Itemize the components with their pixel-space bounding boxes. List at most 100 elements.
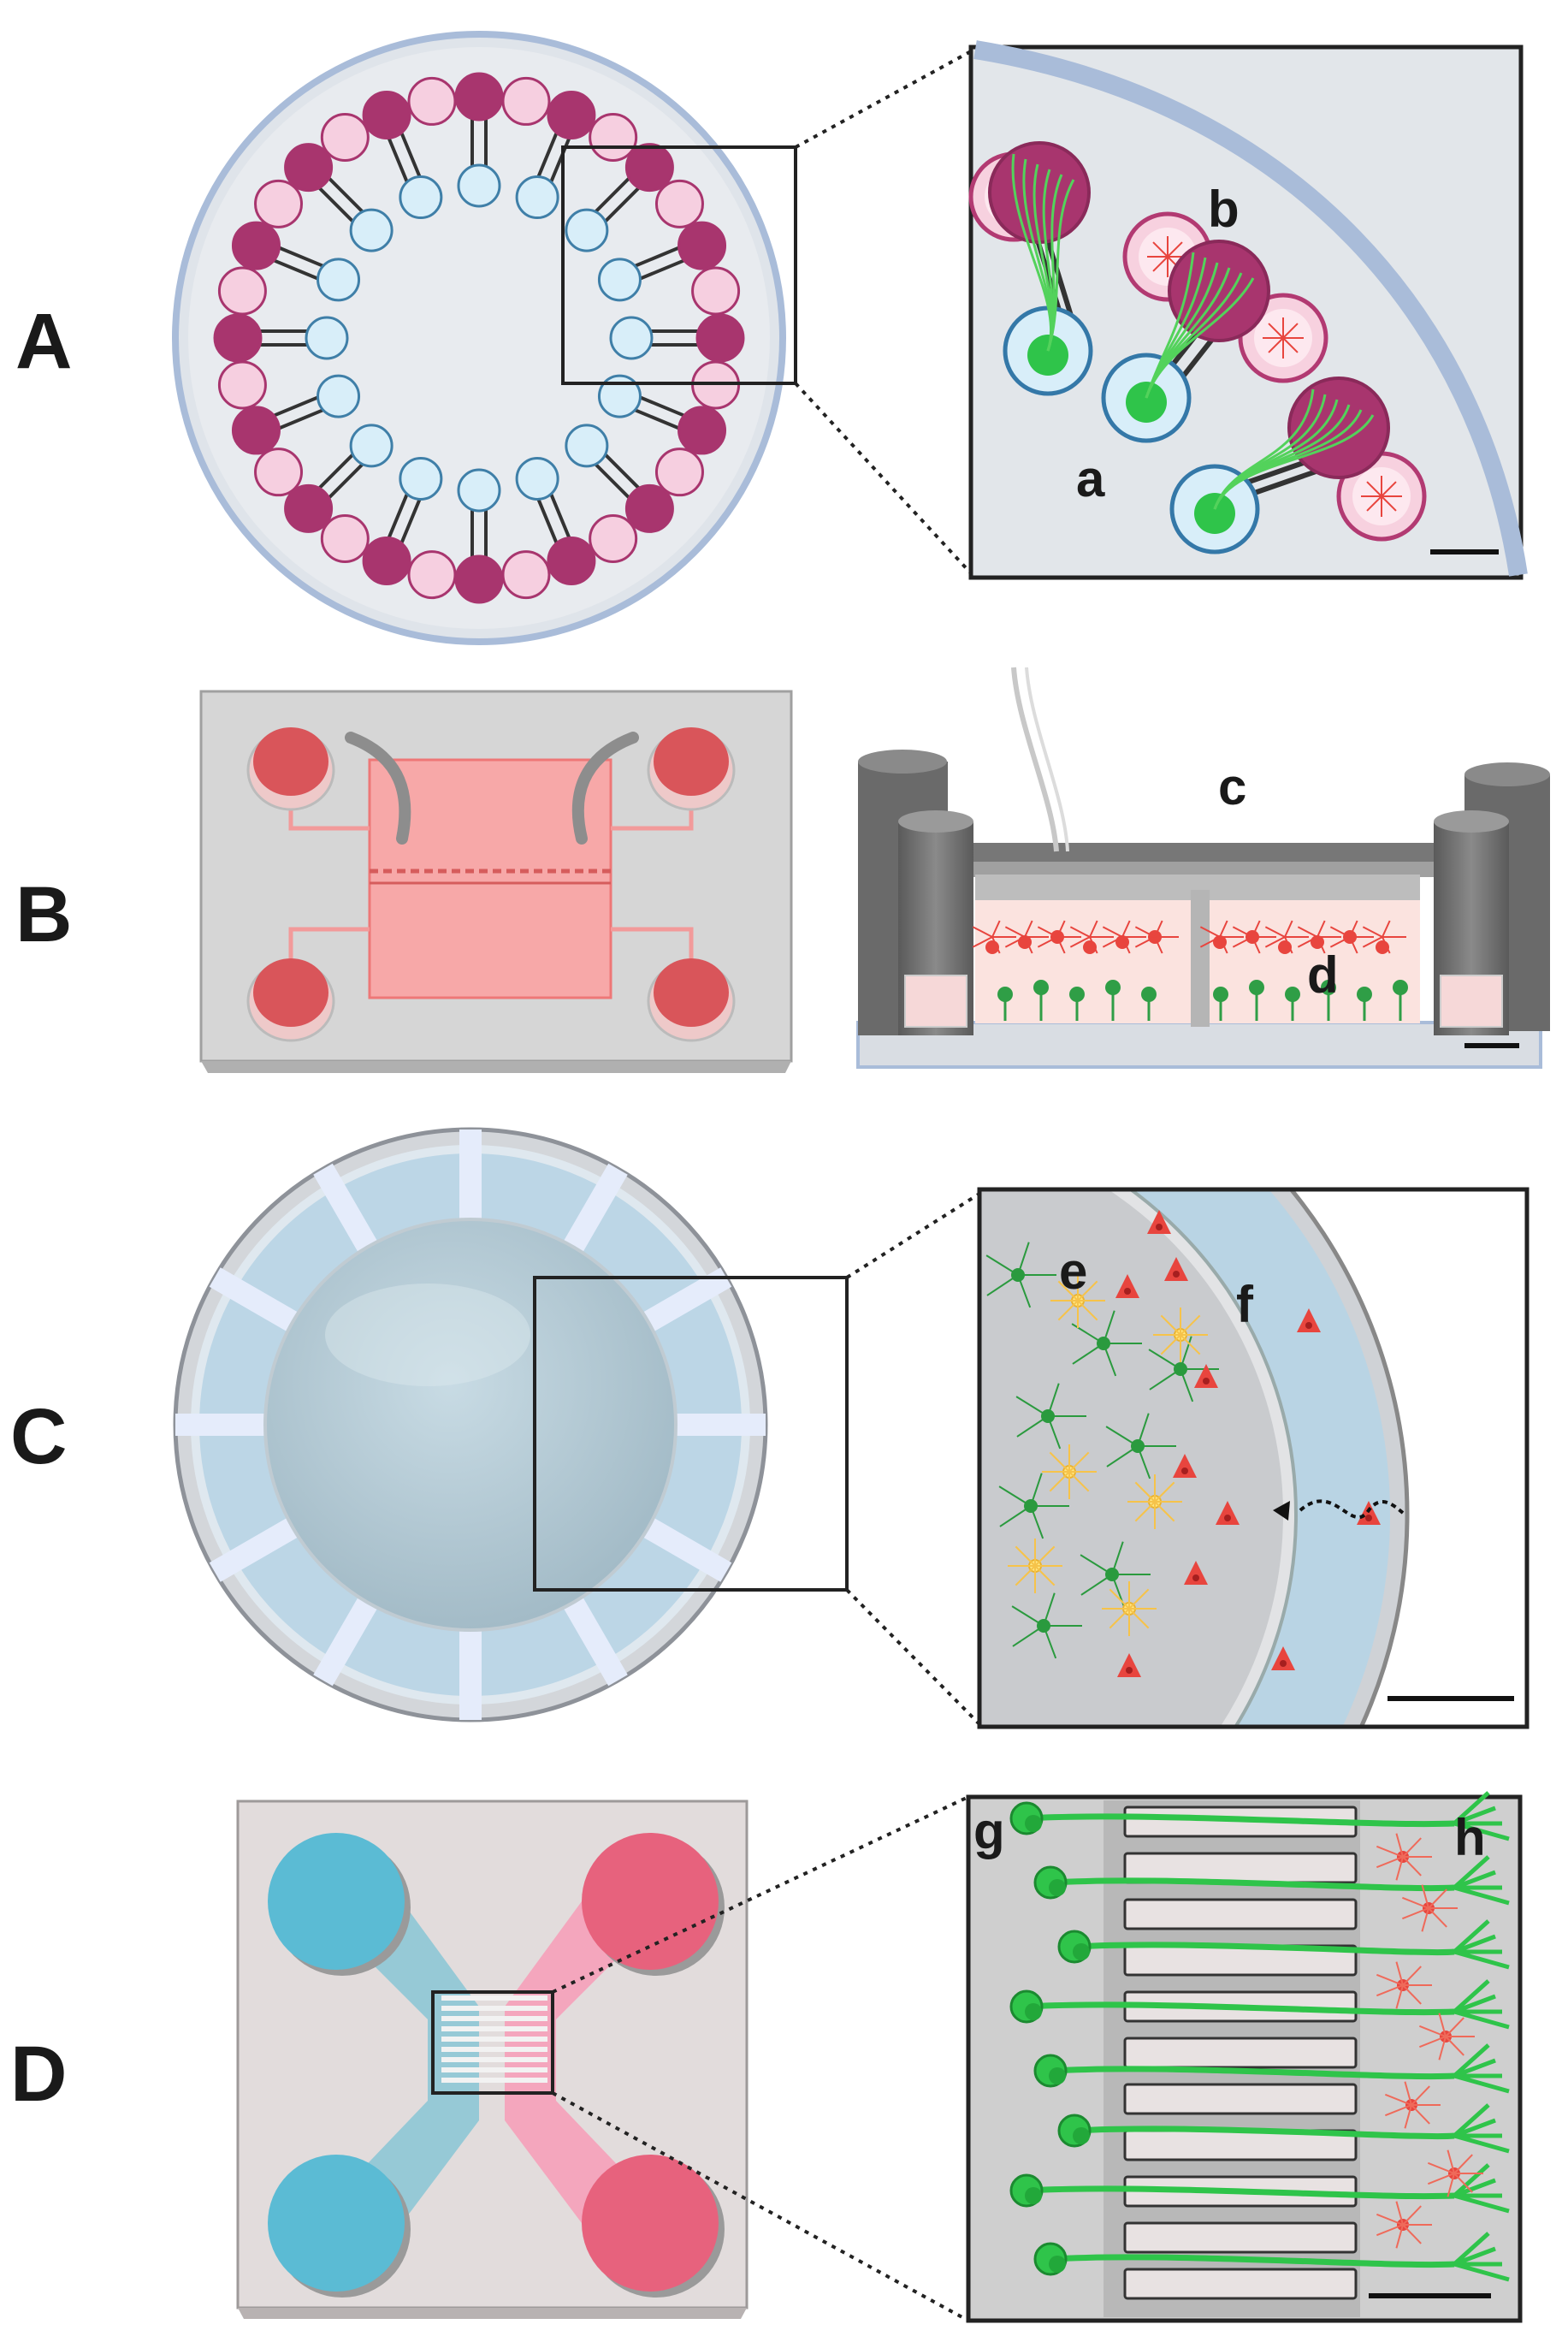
axon-terminal [1453,1791,1490,1825]
neuron-nucleus [1025,2187,1042,2204]
neurite [1402,1984,1422,2005]
outer-node-light [501,550,551,600]
inset-c [977,1187,1530,1729]
microglia-nucleus [1192,1574,1199,1581]
neuron-soma [997,987,1013,1002]
microglia [1194,1364,1218,1388]
microgroove [1123,2037,1358,2069]
astrocyte-process [1134,1501,1156,1522]
outer-node-dark [284,143,334,193]
radial-channel [209,1267,299,1332]
zoom-box-a [561,145,797,385]
inner-node [565,208,609,252]
microglia [1147,1210,1171,1234]
axon [1074,1942,1455,1956]
astrocyte-process [1317,920,1326,938]
neurite [1402,1856,1422,1877]
astrocyte-process [1121,920,1131,938]
neurite [1404,2104,1412,2129]
neurite [1402,1966,1422,1986]
outer-node-dark [231,221,281,270]
neurite [1395,1833,1404,1858]
sublabel-h: h [1454,1809,1486,1866]
central-dome [263,1218,677,1632]
axon-terminal [1453,1870,1496,1890]
zoom-connector-line [845,1192,981,1279]
microelectrode-tubing [571,732,639,845]
neurite [1047,1415,1062,1450]
neurite [1428,1907,1447,1928]
inner-node [457,163,501,208]
astrocyte-process [1349,936,1358,954]
inner-node [457,468,501,513]
neurite [1080,1574,1113,1596]
astrocyte-process [1349,920,1358,938]
astrocyte-process [1057,1280,1079,1301]
inset-d-content [1009,1791,1510,2300]
astrocyte-process [1362,926,1383,938]
axon-terminal [1453,1855,1490,1889]
inner-node [349,208,393,252]
magenta-node [988,141,1091,244]
neurite [1213,414,1375,510]
neurite [1080,1554,1113,1575]
zoom-connector-line [795,50,972,149]
neuron-nucleus [1025,2003,1042,2020]
sublabel-e: e [1059,1242,1087,1300]
axon-terminal [1453,1821,1510,1841]
outer-node-dark [547,90,596,139]
neurite [1030,1505,1044,1539]
microgroove [1123,2083,1358,2115]
astrocyte-process [1134,1481,1156,1503]
neurite [1030,1473,1043,1507]
astrocyte-process [1049,1471,1070,1492]
astrocyte-process [1089,920,1098,938]
neurite [1043,1592,1056,1627]
axon-terminal [1453,1934,1496,1954]
inner-node [515,175,559,220]
astrocyte-process [1251,920,1261,938]
outer-node-light [654,179,704,228]
outer-node-dark [677,406,727,455]
axon [1026,1813,1455,1828]
neurite [1427,2173,1455,2185]
astrocyte-process [1199,936,1221,948]
inner-node [609,316,654,360]
astrocyte-process [1382,920,1391,938]
soma-compartment-channel [505,1901,650,2223]
outer-node-dark [454,554,504,604]
astrocyte-process [1134,936,1156,948]
axon-terminal [1453,1885,1510,1906]
microglia [1115,1274,1139,1298]
node-ring [213,72,745,604]
microglia-nucleus [1173,1271,1180,1278]
astrocyte-process [1366,495,1382,512]
neurite [1043,1625,1057,1659]
panel-b: B c d [15,667,1550,1073]
microglia-nucleus [1181,1468,1188,1474]
neurite [1384,2093,1412,2106]
neuron-soma [1249,980,1264,995]
microglia [1173,1454,1197,1478]
astrocyte-process [1284,920,1293,938]
neurite [1149,1368,1181,1390]
neurite [1421,1907,1429,1932]
neurite [1180,1336,1192,1370]
microglia [1164,1257,1188,1281]
sublabel-c: c [1218,758,1246,815]
outer-node-light [589,513,638,563]
astrocyte-process [1297,936,1318,948]
astrocyte-process [1152,241,1169,258]
neurite [1445,2017,1464,2037]
neuron-soma [1285,987,1300,1002]
astrocyte-process [1121,936,1131,954]
neuron-soma [1033,980,1049,995]
microglia [1297,1308,1321,1332]
outer-node-dark [362,537,411,586]
panel-label-d: D [10,2031,67,2118]
axon-terminal [1453,2103,1490,2138]
outer-node-dark [231,406,281,455]
neurite [1180,1368,1194,1402]
neurite [1411,2104,1430,2125]
